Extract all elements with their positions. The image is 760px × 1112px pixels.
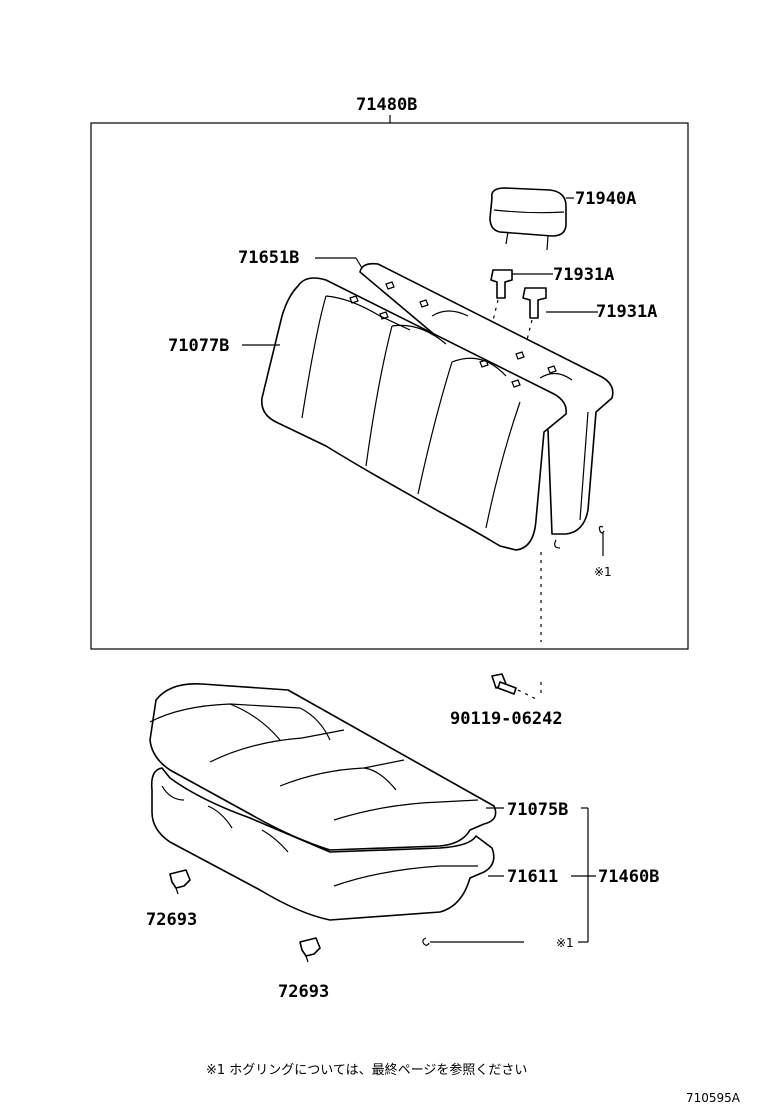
label-71480b: 71480B bbox=[356, 95, 417, 115]
footnote: ※1 ホグリングについては、最終ページを参照ください bbox=[206, 1062, 527, 1078]
clip-icon-2 bbox=[299, 937, 321, 963]
seat-cushion-pad bbox=[150, 767, 495, 921]
bolt-guide bbox=[517, 689, 539, 701]
label-72693-2: 72693 bbox=[278, 982, 329, 1002]
label-71931a-1: 71931A bbox=[553, 265, 614, 285]
seat-cushion-cover bbox=[149, 683, 497, 851]
back-pad-leader-2 bbox=[355, 257, 363, 269]
label-71611: 71611 bbox=[507, 867, 558, 887]
headrest-support-2 bbox=[522, 287, 547, 319]
note-mark-upper: ※1 bbox=[594, 565, 612, 579]
label-72693-1: 72693 bbox=[146, 910, 197, 930]
label-90119-06242: 90119-06242 bbox=[450, 709, 563, 729]
bolt-icon bbox=[491, 673, 517, 695]
seatback-pad bbox=[359, 262, 614, 549]
label-71651b: 71651B bbox=[238, 248, 299, 268]
clip-icon-1 bbox=[169, 869, 191, 895]
figure-id: 710595A bbox=[686, 1091, 741, 1105]
support-1-guide bbox=[482, 299, 499, 363]
label-71077b: 71077B bbox=[168, 336, 229, 356]
headrest bbox=[489, 187, 567, 251]
hog-ring-icon-lower bbox=[422, 937, 430, 946]
headrest-support-1 bbox=[490, 269, 513, 299]
label-71460b: 71460B bbox=[598, 867, 659, 887]
note-mark-lower: ※1 bbox=[556, 936, 574, 950]
label-71940a: 71940A bbox=[575, 189, 636, 209]
label-71075b: 71075B bbox=[507, 800, 568, 820]
seatback-cover bbox=[260, 277, 567, 551]
label-71931a-2: 71931A bbox=[596, 302, 657, 322]
